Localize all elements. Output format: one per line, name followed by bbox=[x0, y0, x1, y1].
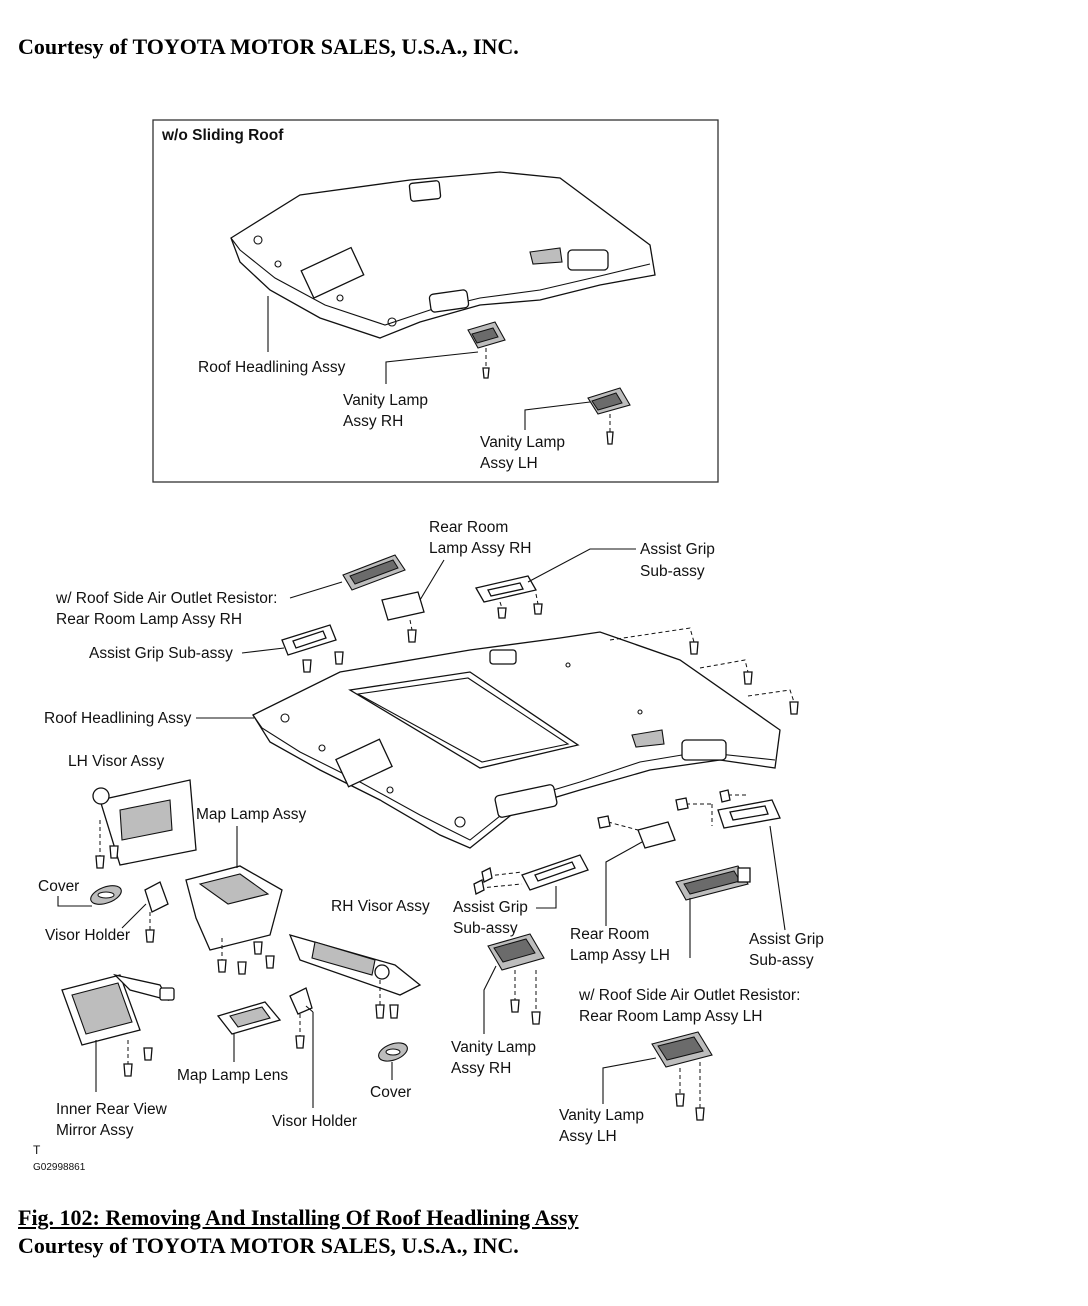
lh-visor-drawing bbox=[92, 779, 197, 869]
inset-title: w/o Sliding Roof bbox=[161, 127, 284, 144]
label-inner-mirror-line1: Inner Rear View bbox=[56, 1101, 168, 1118]
label-rh-visor: RH Visor Assy bbox=[331, 898, 430, 915]
rear-room-lamp-lh-drawing bbox=[597, 797, 713, 849]
cover-bottom-drawing bbox=[378, 1042, 408, 1062]
label-inner-mirror-line2: Mirror Assy bbox=[56, 1122, 134, 1139]
cover-left-drawing bbox=[90, 885, 122, 905]
label-air-outlet-rh-line1: w/ Roof Side Air Outlet Resistor: bbox=[55, 590, 277, 607]
map-lamp-assy-drawing bbox=[185, 865, 283, 975]
assist-grip-mid-drawing bbox=[473, 854, 589, 895]
assist-grip-left bbox=[281, 624, 344, 673]
inset-label-vanity-rh-line1: Vanity Lamp bbox=[343, 392, 428, 409]
label-visor-holder-bottom: Visor Holder bbox=[272, 1113, 357, 1130]
label-assist-grip-right-line1: Assist Grip bbox=[749, 931, 824, 948]
map-lamp-lens-drawing bbox=[216, 1001, 282, 1035]
inset-roof-headlining-drawing bbox=[230, 171, 656, 339]
label-air-outlet-lh-line2: Rear Room Lamp Assy LH bbox=[579, 1008, 763, 1025]
label-map-lamp: Map Lamp Assy bbox=[196, 806, 307, 823]
inset-label-vanity-lh-line2: Assy LH bbox=[480, 455, 538, 472]
inner-mirror-drawing bbox=[61, 973, 175, 1077]
rear-room-lamp-lh-air-outlet-drawing bbox=[675, 865, 751, 901]
inset-panel: w/o Sliding Roof bbox=[152, 119, 719, 483]
label-assist-grip-right-line2: Sub-assy bbox=[749, 952, 814, 969]
label-assist-grip-top-line1: Assist Grip bbox=[640, 541, 715, 558]
label-assist-grip-top-line2: Sub-assy bbox=[640, 563, 705, 580]
inset-label-vanity-rh-line2: Assy RH bbox=[343, 413, 403, 430]
assist-grip-top bbox=[475, 575, 543, 619]
main-roof-headlining-drawing bbox=[252, 631, 781, 849]
courtesy-header: Courtesy of TOYOTA MOTOR SALES, U.S.A., … bbox=[18, 34, 519, 59]
label-map-lamp-lens: Map Lamp Lens bbox=[177, 1067, 288, 1084]
inset-label-roof-headlining: Roof Headlining Assy bbox=[198, 359, 346, 376]
label-air-outlet-rh-line2: Rear Room Lamp Assy RH bbox=[56, 611, 242, 628]
label-rear-room-lh-line2: Lamp Assy LH bbox=[570, 947, 670, 964]
label-vanity-lh-line1: Vanity Lamp bbox=[559, 1107, 644, 1124]
label-rear-room-rh-line1: Rear Room bbox=[429, 519, 508, 536]
inset-label-vanity-lh-line1: Vanity Lamp bbox=[480, 434, 565, 451]
assist-grip-right-top-drawing bbox=[717, 789, 781, 829]
figure-caption: Fig. 102: Removing And Installing Of Roo… bbox=[18, 1205, 579, 1230]
label-assist-grip-mid-line2: Sub-assy bbox=[453, 920, 518, 937]
vanity-lamp-lh-drawing bbox=[651, 1031, 713, 1121]
label-cover-bottom: Cover bbox=[370, 1084, 411, 1101]
inset-vanity-lamp-rh bbox=[467, 321, 506, 379]
roof-clips bbox=[609, 627, 799, 715]
label-vanity-lh-line2: Assy LH bbox=[559, 1128, 617, 1145]
label-cover-left: Cover bbox=[38, 878, 79, 895]
courtesy-footer: Courtesy of TOYOTA MOTOR SALES, U.S.A., … bbox=[18, 1233, 519, 1258]
rh-visor-drawing bbox=[288, 934, 422, 1019]
ref-code: G02998861 bbox=[33, 1162, 86, 1173]
visor-holder-left-drawing bbox=[144, 881, 169, 943]
rear-room-lamp-rh-air-outlet bbox=[342, 554, 406, 591]
rear-room-lamp-rh bbox=[381, 591, 425, 643]
label-assist-grip-left: Assist Grip Sub-assy bbox=[89, 645, 233, 662]
inset-vanity-lamp-lh bbox=[587, 387, 631, 445]
label-rear-room-rh-line2: Lamp Assy RH bbox=[429, 540, 532, 557]
label-visor-holder-left: Visor Holder bbox=[45, 927, 130, 944]
ref-letter: T bbox=[33, 1143, 41, 1157]
label-vanity-rh-line2: Assy RH bbox=[451, 1060, 511, 1077]
label-vanity-rh-line1: Vanity Lamp bbox=[451, 1039, 536, 1056]
label-assist-grip-mid-line1: Assist Grip bbox=[453, 899, 528, 916]
label-lh-visor: LH Visor Assy bbox=[68, 753, 164, 770]
label-air-outlet-lh-line1: w/ Roof Side Air Outlet Resistor: bbox=[578, 987, 800, 1004]
label-rear-room-lh-line1: Rear Room bbox=[570, 926, 649, 943]
vanity-lamp-rh-drawing bbox=[487, 933, 545, 1025]
label-roof-headlining: Roof Headlining Assy bbox=[44, 710, 192, 727]
visor-holder-bottom-drawing bbox=[289, 987, 313, 1049]
